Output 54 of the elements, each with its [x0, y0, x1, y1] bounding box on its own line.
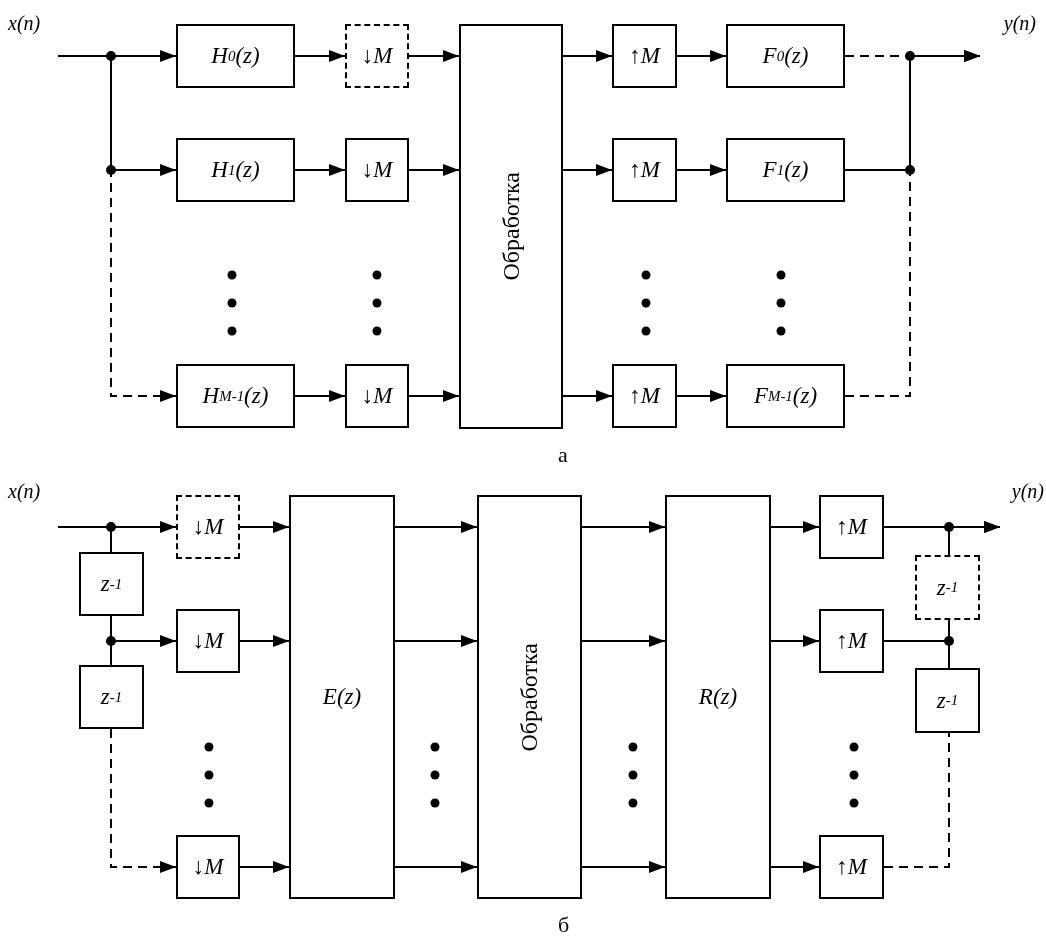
signal-label: y(n) [1000, 480, 1044, 527]
panel-label: а [558, 442, 568, 468]
arrow [562, 164, 613, 176]
arrow [239, 861, 290, 873]
arrow [770, 861, 820, 873]
arrow [676, 390, 727, 402]
polyphase-matrix-block: R(z) [665, 495, 771, 899]
connector-line [883, 732, 950, 868]
arrow [562, 50, 613, 62]
arrow [239, 521, 290, 533]
upsampler-block: ↑M [819, 609, 884, 673]
upsampler-block: ↑M [612, 138, 677, 202]
arrow [770, 521, 820, 533]
downsampler-block: ↓M [345, 364, 409, 428]
delay-block: z$^{-1}$ [79, 552, 144, 616]
arrow [770, 635, 820, 647]
panel-label: б [558, 912, 570, 938]
arrow [844, 50, 981, 397]
arrow [562, 390, 613, 402]
downsampler-block: ↓M [345, 138, 409, 202]
arrow [581, 635, 666, 647]
upsampler-block: ↑M [612, 364, 677, 428]
arrow [294, 164, 346, 176]
delay-block: z$^{-1}$ [915, 555, 980, 620]
delay-block: z$^{-1}$ [79, 665, 144, 729]
processing-block: Обработка [477, 495, 582, 899]
signal-label: y(n) [980, 12, 1036, 56]
signal-label: x(n) [8, 12, 58, 56]
downsampler-block: ↓M [345, 24, 409, 88]
arrow [581, 521, 666, 533]
downsampler-block: ↓M [176, 495, 240, 559]
downsampler-block: ↓M [176, 609, 240, 673]
arrow [676, 50, 727, 62]
arrow [408, 50, 460, 62]
arrow [110, 728, 177, 873]
arrow [294, 390, 346, 402]
upsampler-block: ↑M [819, 495, 884, 559]
delay-block: z$^{-1}$ [915, 668, 980, 733]
signal-label: x(n) [8, 480, 58, 527]
arrow [239, 635, 290, 647]
arrow [394, 635, 478, 647]
arrow [408, 390, 460, 402]
arrow [294, 50, 346, 62]
processing-block: Обработка [459, 24, 563, 429]
polyphase-matrix-block: E(z) [289, 495, 395, 899]
upsampler-block: ↑M [819, 835, 884, 899]
arrow [394, 861, 478, 873]
arrow [408, 164, 460, 176]
arrow [676, 164, 727, 176]
arrow [581, 861, 666, 873]
upsampler-block: ↑M [612, 24, 677, 88]
downsampler-block: ↓M [176, 835, 240, 899]
arrow [948, 521, 1001, 556]
arrow [394, 521, 478, 533]
